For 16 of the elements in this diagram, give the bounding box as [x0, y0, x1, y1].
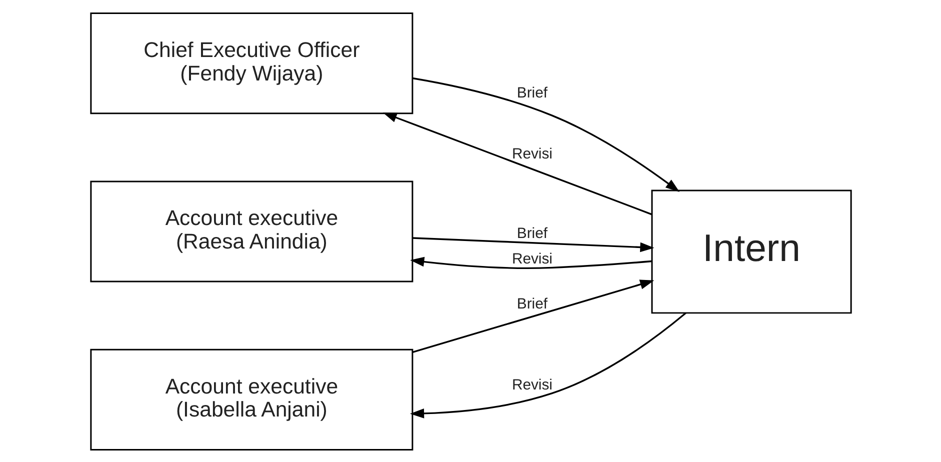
node-box: Account executive (Raesa Anindia) [90, 180, 413, 282]
edge-label: Revisi [511, 376, 552, 393]
arrow [412, 236, 654, 252]
edge-label: Brief [516, 296, 548, 312]
edge-label: Revisi [511, 146, 552, 162]
edge-label: Revisi [511, 251, 552, 268]
node-box: Account executive (Isabella Anjani) [90, 348, 413, 450]
arrow [409, 312, 686, 418]
node-box: Chief Executive Officer (Fendy Wijaya) [90, 12, 413, 114]
node-box: Intern [650, 189, 852, 314]
edge-label: Brief [516, 85, 548, 102]
edge-label: Brief [516, 226, 548, 242]
arrow [382, 112, 652, 215]
arrow [412, 76, 680, 192]
arrow [412, 279, 654, 352]
arrow [410, 256, 652, 269]
